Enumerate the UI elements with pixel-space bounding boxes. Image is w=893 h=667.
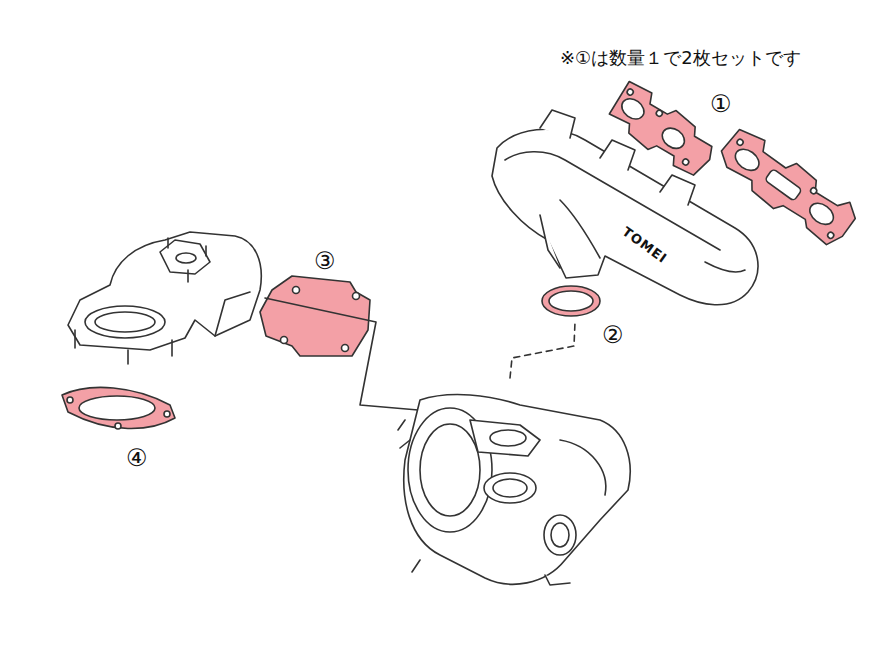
- ring-gasket: [542, 286, 600, 316]
- manifold-gasket: [603, 78, 721, 182]
- turbocharger: [398, 395, 630, 585]
- callout-number: ④: [126, 445, 148, 471]
- leader-line: [265, 298, 418, 410]
- flange-gasket: [62, 387, 175, 429]
- manifold-gasket: [712, 123, 861, 250]
- callout-number: ②: [602, 322, 624, 348]
- outlet-elbow: [68, 232, 261, 364]
- callout-number: ③: [314, 248, 336, 274]
- exhaust-manifold: [492, 110, 758, 305]
- callout-number: ①: [710, 91, 732, 117]
- flange-gasket: [260, 276, 370, 356]
- note-text: ※①は数量１で2枚セットです: [560, 48, 801, 68]
- dashed-leader: [510, 322, 575, 378]
